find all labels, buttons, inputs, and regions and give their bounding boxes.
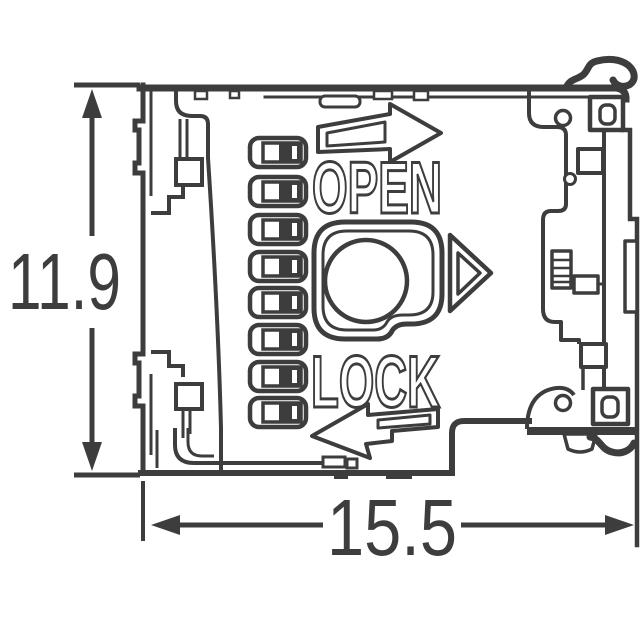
rail-bottom-chamfer-inner bbox=[186, 428, 214, 458]
top-notch bbox=[372, 89, 394, 101]
contact-pad bbox=[250, 362, 306, 391]
latch-channel bbox=[541, 203, 581, 344]
top-notch bbox=[193, 89, 209, 101]
spring-anchor bbox=[572, 274, 600, 295]
open-label: OPEN bbox=[312, 148, 442, 229]
contact-pad bbox=[250, 288, 306, 317]
latch-block-lower bbox=[579, 342, 608, 369]
top-notch bbox=[228, 89, 241, 100]
contact-pad bbox=[250, 138, 306, 167]
rail-block-lower bbox=[174, 382, 204, 411]
lock-label: LOCK bbox=[311, 342, 440, 423]
right-side-mechanism bbox=[525, 90, 639, 457]
body-left-edge bbox=[132, 82, 146, 475]
bottom-clip bbox=[345, 457, 359, 470]
lock-arrow-inner-line bbox=[376, 413, 432, 430]
body-right-edge bbox=[620, 127, 640, 548]
arrow-up-icon bbox=[82, 89, 102, 118]
gull-wing-lead bbox=[586, 433, 638, 457]
lock-marking: LOCK bbox=[310, 341, 442, 460]
width-dimension bbox=[141, 481, 634, 541]
bottom-edge-clips bbox=[321, 455, 412, 479]
corner-hump bbox=[525, 385, 576, 430]
cam-circle bbox=[322, 237, 410, 325]
height-dimension bbox=[74, 82, 140, 478]
latch-bracket-top bbox=[527, 90, 568, 204]
pivot-circle-top bbox=[553, 108, 573, 128]
top-notch bbox=[412, 89, 430, 102]
bottom-clip bbox=[321, 455, 347, 469]
rail-top-chamfer bbox=[174, 90, 210, 159]
arrow-left-icon bbox=[151, 515, 180, 535]
open-arrow-inner-line bbox=[325, 120, 387, 148]
left-card-rail bbox=[149, 90, 325, 471]
open-arrow-icon bbox=[316, 102, 443, 164]
triangle-right-inner-line bbox=[456, 251, 482, 296]
contact-pads bbox=[250, 138, 306, 427]
triangle-right-icon bbox=[447, 232, 494, 314]
contact-pad bbox=[250, 177, 306, 206]
mount-hole-top bbox=[598, 103, 617, 126]
eject-marker bbox=[447, 232, 494, 314]
rail-bottom-chamfer-outer bbox=[173, 428, 325, 465]
rail-step-lower bbox=[151, 350, 185, 377]
contact-pad bbox=[250, 252, 306, 281]
rail-block-upper bbox=[174, 157, 204, 187]
open-marking: OPEN bbox=[311, 102, 444, 231]
height-dimension-value: 11.9 bbox=[8, 237, 121, 326]
width-dimension-value: 15.5 bbox=[327, 483, 457, 572]
card-detect-spring bbox=[206, 157, 223, 471]
wire-hook bbox=[562, 55, 638, 92]
cam-mechanism bbox=[311, 219, 445, 342]
arrow-down-icon bbox=[82, 442, 102, 471]
top-edge-clips bbox=[193, 89, 430, 109]
bottom-notch bbox=[334, 474, 348, 479]
mount-hole-bottom bbox=[600, 395, 620, 419]
side-slot bbox=[623, 239, 639, 314]
pivot-bump bbox=[563, 172, 577, 186]
body-bottom-edge bbox=[138, 418, 532, 476]
latch-block bbox=[576, 147, 605, 175]
rail-step-upper bbox=[151, 186, 185, 215]
contact-pad bbox=[250, 325, 306, 354]
bottom-notch bbox=[386, 474, 412, 479]
top-clip bbox=[318, 94, 362, 109]
pivot-circle-bottom bbox=[553, 393, 573, 413]
contact-pad bbox=[250, 398, 306, 427]
contact-pad bbox=[250, 215, 306, 244]
arrow-right-icon bbox=[605, 515, 634, 535]
cam-housing-inner bbox=[321, 229, 435, 332]
